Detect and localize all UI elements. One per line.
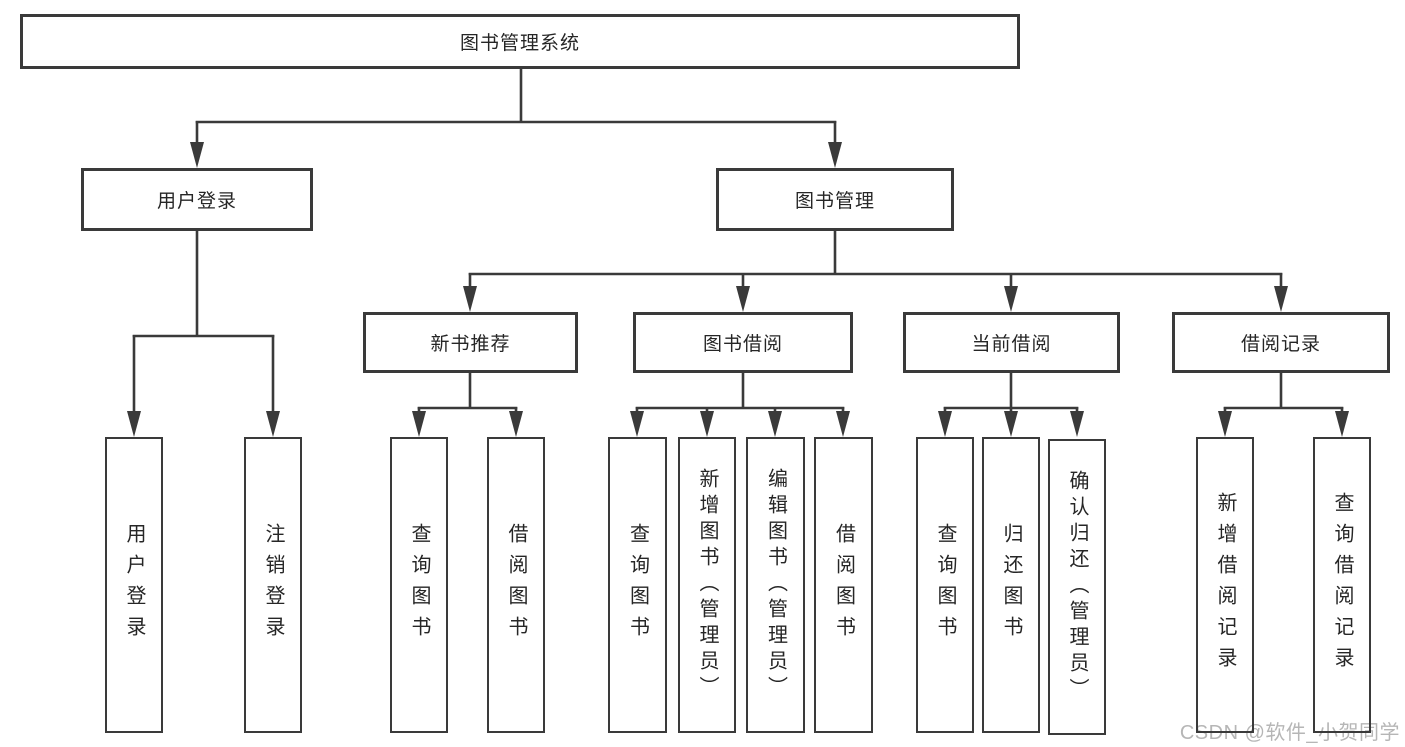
node-add-book-admin-label: 新增图书（管理员）: [696, 468, 718, 702]
node-system-root: 图书管理系统: [20, 14, 1020, 69]
node-confirm-return-admin: 确认归还（管理员）: [1048, 439, 1106, 735]
node-user-login: 用户登录: [105, 437, 163, 733]
node-current-borrowing: 当前借阅: [903, 312, 1120, 373]
node-query-book-borrow: 查询图书: [608, 437, 667, 733]
node-add-borrow-record: 新增借阅记录: [1196, 437, 1254, 733]
node-borrow-book-rec: 借阅图书: [487, 437, 545, 733]
node-query-borrow-record: 查询借阅记录: [1313, 437, 1371, 733]
node-query-book-current: 查询图书: [916, 437, 974, 733]
node-borrow-book-rec-label: 借阅图书: [505, 523, 527, 647]
node-logout-label: 注销登录: [262, 523, 284, 647]
node-borrowing-records: 借阅记录: [1172, 312, 1390, 373]
node-borrow-book-label: 借阅图书: [832, 523, 855, 647]
node-return-book-label: 归还图书: [1000, 523, 1022, 647]
node-borrow-book: 借阅图书: [814, 437, 873, 733]
node-edit-book-admin: 编辑图书（管理员）: [746, 437, 805, 733]
node-query-book-current-label: 查询图书: [934, 523, 956, 647]
node-add-borrow-record-label: 新增借阅记录: [1214, 492, 1236, 678]
node-user-login-group-label: 用户登录: [156, 191, 237, 212]
node-add-book-admin: 新增图书（管理员）: [678, 437, 736, 733]
node-user-login-group: 用户登录: [81, 168, 313, 231]
node-user-login-label: 用户登录: [123, 523, 145, 647]
node-system-root-label: 图书管理系统: [459, 33, 580, 54]
node-query-book-borrow-label: 查询图书: [626, 523, 649, 647]
node-book-management: 图书管理: [716, 168, 954, 231]
node-book-management-label: 图书管理: [794, 191, 875, 212]
node-current-borrowing-label: 当前借阅: [971, 334, 1052, 355]
node-logout: 注销登录: [244, 437, 302, 733]
node-query-borrow-record-label: 查询借阅记录: [1331, 492, 1353, 678]
node-query-book-rec: 查询图书: [390, 437, 448, 733]
node-query-book-rec-label: 查询图书: [408, 523, 430, 647]
node-new-book-recommend-label: 新书推荐: [430, 334, 511, 355]
node-book-borrowing: 图书借阅: [633, 312, 853, 373]
node-confirm-return-admin-label: 确认归还（管理员）: [1066, 470, 1088, 704]
node-borrowing-records-label: 借阅记录: [1240, 334, 1321, 355]
node-return-book: 归还图书: [982, 437, 1040, 733]
node-new-book-recommend: 新书推荐: [363, 312, 578, 373]
node-edit-book-admin-label: 编辑图书（管理员）: [764, 468, 787, 702]
watermark: CSDN @软件_小贺同学: [1179, 722, 1400, 744]
node-book-borrowing-label: 图书借阅: [702, 334, 783, 355]
